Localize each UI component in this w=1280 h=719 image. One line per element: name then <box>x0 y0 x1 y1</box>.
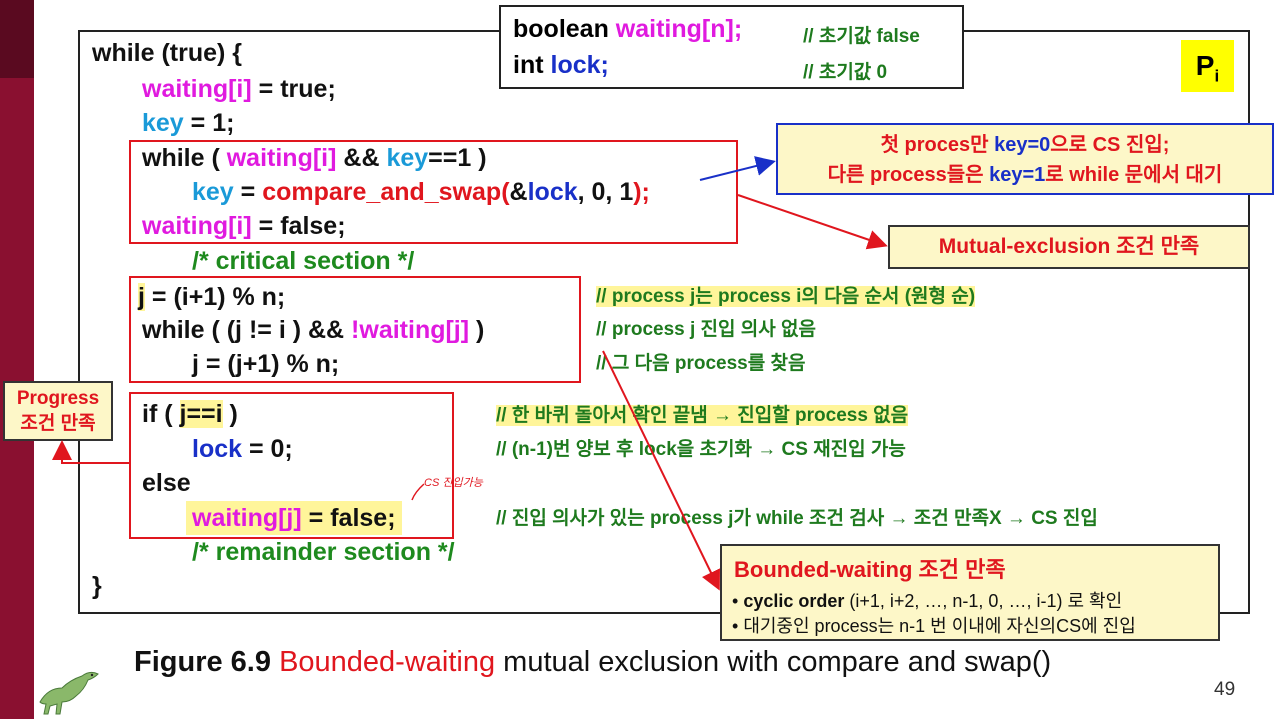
mutual-exclusion-arrow <box>737 194 888 250</box>
bounded-item-1: • cyclic order (i+1, i+2, …, n-1, 0, …, … <box>732 591 1123 611</box>
declarations-box: boolean waiting[n]; // 초기값 false int loc… <box>499 5 964 89</box>
bounded-item-2: • 대기중인 process는 n-1 번 이내에 자신의CS에 진입 <box>732 616 1136 636</box>
code-line-6: waiting[i] = false; <box>142 212 346 240</box>
code-line-8: j = (i+1) % n; <box>138 283 286 311</box>
code-line-5: key = compare_and_swap(&lock, 0, 1); <box>192 178 650 206</box>
dinosaur-logo-icon <box>39 671 99 715</box>
comment-3: // 그 다음 process를 찾음 <box>596 353 806 374</box>
code-line-15: /* remainder section */ <box>192 538 455 566</box>
code-line-11: if ( j==i ) <box>142 400 238 428</box>
bounded-waiting-callout: Bounded-waiting 조건 만족 • cyclic order (i+… <box>720 544 1220 641</box>
progress-callout: Progress 조건 만족 <box>3 381 113 441</box>
cas-callout-line-2: 다른 process들은 key=1로 while 문에서 대기 <box>827 164 1223 186</box>
comment-1: // process j는 process i의 다음 순서 (원형 순) <box>596 286 976 307</box>
handwritten-note: CS 진입가능 <box>424 477 483 489</box>
decl-comment-2: // 초기값 0 <box>803 62 888 83</box>
exit-section-box <box>129 392 454 539</box>
cas-callout: 첫 proces만 key=0으로 CS 진입; 다른 process들은 ke… <box>776 123 1274 195</box>
slide-sidebar-top <box>0 0 34 78</box>
code-line-9: while ( (j != i ) && !waiting[j] ) <box>142 316 485 344</box>
code-line-4: while ( waiting[i] && key==1 ) <box>142 144 487 172</box>
cas-arrow <box>699 156 776 181</box>
handwritten-arrow <box>411 483 425 501</box>
comment-2: // process j 진입 의사 없음 <box>596 319 816 340</box>
bounded-waiting-title: Bounded-waiting 조건 만족 <box>734 557 1006 582</box>
slide-sidebar <box>0 0 34 719</box>
comment-5: // (n-1)번 양보 후 lock을 초기화 → CS 재진입 가능 <box>496 439 906 460</box>
code-line-16: } <box>92 572 102 600</box>
search-loop-box <box>129 276 581 383</box>
code-line-14: waiting[j] = false; <box>186 501 402 535</box>
decl-line-2: int lock; <box>513 51 609 79</box>
entry-section-box <box>129 140 738 244</box>
cas-callout-line-1: 첫 proces만 key=0으로 CS 진입; <box>880 134 1170 156</box>
mutual-exclusion-callout: Mutual-exclusion 조건 만족 <box>888 225 1250 269</box>
code-line-3: key = 1; <box>142 109 235 137</box>
decl-line-1: boolean waiting[n]; <box>513 15 743 43</box>
code-line-12: lock = 0; <box>192 435 293 463</box>
code-line-2: waiting[i] = true; <box>142 75 336 103</box>
process-label: Pi <box>1181 40 1234 92</box>
code-line-10: j = (j+1) % n; <box>192 350 340 378</box>
code-line-1: while (true) { <box>92 39 243 67</box>
bounded-waiting-arrow <box>602 350 720 591</box>
progress-arrow <box>52 440 129 464</box>
code-line-7: /* critical section */ <box>192 247 415 275</box>
figure-caption: Figure 6.9 Bounded-waiting mutual exclus… <box>134 646 1052 678</box>
comment-6: // 진입 의사가 있는 process j가 while 조건 검사 → 조건… <box>496 508 1098 529</box>
decl-comment-1: // 초기값 false <box>803 26 920 47</box>
page-number: 49 <box>1214 679 1236 700</box>
comment-4: // 한 바퀴 돌아서 확인 끝냄 → 진입할 process 없음 <box>496 405 909 426</box>
code-line-13: else <box>142 469 191 497</box>
